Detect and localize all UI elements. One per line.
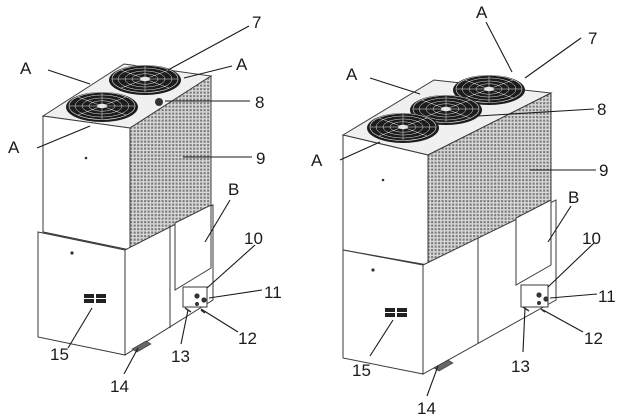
callout-a: A (311, 151, 323, 170)
leader-lines (36, 25, 263, 375)
service-cover (174, 204, 212, 291)
pipe-connections (520, 284, 549, 308)
front-upper-panel (42, 115, 131, 251)
callout-a: A (476, 3, 488, 22)
callout-11: 11 (598, 287, 616, 306)
front-lower-panel (37, 231, 126, 356)
callout-10: 10 (582, 229, 601, 248)
callout-9: 9 (599, 161, 608, 180)
callout-13: 13 (171, 347, 190, 366)
callout-a: A (346, 65, 358, 84)
vent-grille (84, 294, 106, 303)
callout-14: 14 (417, 399, 436, 418)
base-foot (433, 359, 454, 372)
callout-7: 7 (588, 29, 597, 48)
fan-icon (65, 91, 139, 123)
callout-9: 9 (256, 149, 265, 168)
callout-a: A (20, 59, 32, 78)
callout-12: 12 (238, 329, 257, 348)
service-cover (515, 199, 552, 286)
vent-grille (385, 308, 407, 317)
front-lower-panel (342, 249, 424, 375)
fan-guard-clip (155, 98, 163, 106)
callout-a: A (8, 138, 20, 157)
callout-8: 8 (597, 100, 606, 119)
fan-icon (108, 64, 182, 96)
callout-b: B (228, 180, 239, 199)
leader-lines (339, 21, 598, 397)
callout-15: 15 (352, 361, 371, 380)
callout-12: 12 (584, 329, 603, 348)
callout-10: 10 (244, 229, 263, 248)
front-upper-panel (342, 134, 429, 266)
unit-left: A A A 7 8 9 B 10 11 12 13 14 15 (8, 13, 282, 396)
callout-8: 8 (255, 93, 264, 112)
callout-11: 11 (264, 283, 282, 302)
callout-14: 14 (110, 377, 129, 396)
callout-b: B (568, 188, 579, 207)
callout-15: 15 (50, 345, 69, 364)
callout-13: 13 (511, 357, 530, 376)
fan-icon (366, 112, 440, 144)
callout-7: 7 (252, 13, 261, 32)
unit-right: A A A 7 8 9 B 10 11 12 13 14 15 (311, 3, 616, 418)
callout-a: A (236, 55, 248, 74)
